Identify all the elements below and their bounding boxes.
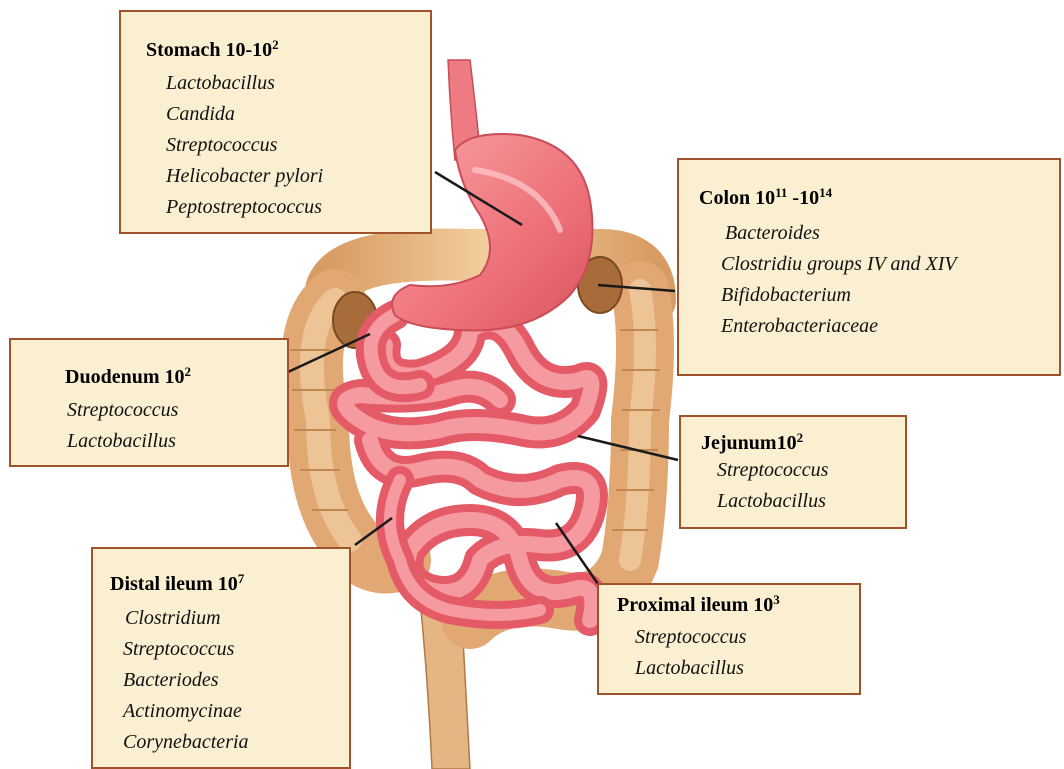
distal-ileum-count-exponent: 7: [238, 571, 245, 586]
jejunum-label-box: Jejunum102 Streptococcus Lactobacillus: [679, 415, 907, 529]
stomach-taxa-list: Lactobacillus Candida Streptococcus Heli…: [166, 68, 323, 223]
duodenum-taxa-list: Streptococcus Lactobacillus: [67, 395, 178, 457]
stomach-count-exponent: 2: [272, 37, 279, 52]
list-item: Peptostreptococcus: [166, 192, 323, 223]
stomach-label-box: Stomach 10-102 Lactobacillus Candida Str…: [119, 10, 432, 234]
list-item: Streptococcus: [67, 395, 178, 426]
colon-count: 10: [755, 187, 775, 209]
duodenum-name: Duodenum: [65, 366, 159, 388]
proximal-ileum-name: Proximal ileum: [617, 594, 748, 616]
list-item: Streptococcus: [717, 455, 828, 486]
list-item: Bacteriodes: [123, 665, 249, 696]
list-item: Lactobacillus: [67, 426, 178, 457]
proximal-ileum-title: Proximal ileum 103: [617, 594, 780, 617]
proximal-ileum-count: 10: [753, 594, 773, 616]
jejunum-count: 10: [777, 432, 797, 454]
proximal-ileum-taxa-list: Streptococcus Lactobacillus: [635, 622, 746, 684]
list-item: Actinomycinae: [123, 696, 249, 727]
jejunum-name: Jejunum: [701, 432, 777, 454]
list-item: Lactobacillus: [166, 68, 323, 99]
proximal-ileum-count-exponent: 3: [773, 592, 780, 607]
jejunum-taxa-list: Streptococcus Lactobacillus: [717, 455, 828, 517]
distal-ileum-label-box: Distal ileum 107 Clostridium Streptococc…: [91, 547, 351, 769]
colon-name: Colon: [699, 187, 750, 209]
list-item: Helicobacter pylori: [166, 161, 323, 192]
distal-ileum-title: Distal ileum 107: [110, 573, 244, 596]
list-item: Clostridium: [123, 603, 249, 634]
list-item: Enterobacteriaceae: [721, 311, 957, 342]
list-item: Lactobacillus: [717, 486, 828, 517]
colon-count-exponent-2: 14: [819, 185, 832, 200]
list-item: Streptococcus: [166, 130, 323, 161]
list-item: Corynebacteria: [123, 727, 249, 758]
duodenum-title: Duodenum 102: [65, 366, 191, 389]
jejunum-title: Jejunum102: [701, 432, 803, 455]
jejunum-count-exponent: 2: [797, 430, 804, 445]
colon-label-box: Colon 1011 -1014 Bacteroides Clostridiu …: [677, 158, 1061, 376]
colon-count-exponent: 11: [775, 185, 787, 200]
list-item: Clostridiu groups IV and XIV: [721, 249, 957, 280]
list-item: Streptococcus: [635, 622, 746, 653]
distal-ileum-taxa-list: Clostridium Streptococcus Bacteriodes Ac…: [123, 603, 249, 758]
stomach-title: Stomach 10-102: [146, 39, 279, 62]
colon-count-separator: -10: [787, 187, 819, 209]
list-item: Streptococcus: [123, 634, 249, 665]
colon-title: Colon 1011 -1014: [699, 187, 832, 210]
distal-ileum-count: 10: [218, 573, 238, 595]
duodenum-count-exponent: 2: [184, 364, 191, 379]
duodenum-count: 10: [164, 366, 184, 388]
stomach-name: Stomach: [146, 39, 220, 61]
list-item: Candida: [166, 99, 323, 130]
list-item: Bifidobacterium: [721, 280, 957, 311]
list-item: Lactobacillus: [635, 653, 746, 684]
distal-ileum-name: Distal ileum: [110, 573, 213, 595]
duodenum-label-box: Duodenum 102 Streptococcus Lactobacillus: [9, 338, 289, 467]
stomach-count: 10-10: [225, 39, 272, 61]
colon-taxa-list: Bacteroides Clostridiu groups IV and XIV…: [721, 218, 957, 342]
proximal-ileum-label-box: Proximal ileum 103 Streptococcus Lactoba…: [597, 583, 861, 695]
list-item: Bacteroides: [721, 218, 957, 249]
